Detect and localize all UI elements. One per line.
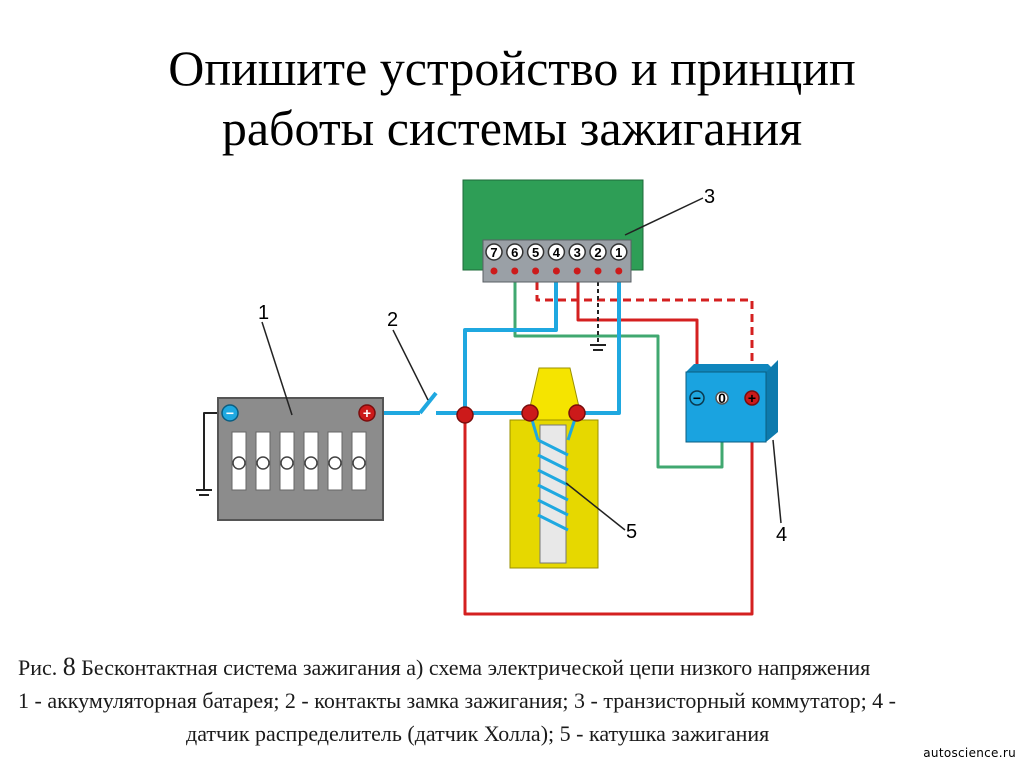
hall-sensor: − 0 + bbox=[685, 360, 778, 443]
caption-line-2: 1 - аккумуляторная батарея; 2 - контакты… bbox=[18, 688, 897, 713]
sensor-mid-label: 0 bbox=[718, 390, 726, 406]
label-switch: 2 bbox=[387, 309, 398, 331]
commutator-pin-contact-3 bbox=[573, 267, 581, 275]
battery-cell-cap bbox=[256, 456, 270, 470]
label-sensor: 4 bbox=[776, 524, 787, 546]
battery-cell-cap bbox=[328, 456, 342, 470]
coil-terminal-right bbox=[568, 404, 586, 422]
commutator-pin-contact-4 bbox=[552, 267, 560, 275]
commutator-pin-label-4: 4 bbox=[553, 245, 561, 260]
wire-blue-pin4-switch bbox=[463, 282, 558, 413]
commutator-pin-6 bbox=[506, 243, 524, 261]
sensor-plus-label: + bbox=[748, 390, 756, 406]
battery-plus-label: + bbox=[363, 405, 371, 421]
commutator-pin-label-5: 5 bbox=[532, 245, 539, 260]
sensor-terminal-mid bbox=[715, 391, 729, 405]
wire-green-pin6 bbox=[513, 282, 724, 469]
wire-red-loop bbox=[463, 400, 754, 616]
slide-title-line-2: работы системы зажигания bbox=[221, 100, 803, 156]
wires bbox=[196, 282, 754, 616]
commutator-pin-label-7: 7 bbox=[490, 245, 497, 260]
commutator-pin-label-1: 1 bbox=[615, 245, 622, 260]
wire-blue-pin1-coil bbox=[577, 282, 621, 415]
callouts bbox=[261, 197, 782, 531]
commutator-pin-label-2: 2 bbox=[594, 245, 601, 260]
sensor-terminal-minus bbox=[689, 390, 705, 406]
battery-terminal-minus bbox=[221, 404, 239, 422]
battery-cell-cap bbox=[232, 456, 246, 470]
battery: − + bbox=[217, 397, 384, 521]
commutator-pin-label-6: 6 bbox=[511, 245, 518, 260]
coil-terminal-left bbox=[521, 404, 539, 422]
caption-line-3: датчик распределитель (датчик Холла); 5 … bbox=[186, 721, 770, 746]
commutator-pin-contact-5 bbox=[532, 267, 540, 275]
battery-cell-cap bbox=[280, 456, 294, 470]
ignition-coil bbox=[509, 367, 599, 569]
commutator-pin-contact-7 bbox=[490, 267, 498, 275]
commutator-pin-contact-6 bbox=[511, 267, 519, 275]
battery-terminal-plus bbox=[358, 404, 376, 422]
commutator-pin-2 bbox=[589, 243, 607, 261]
slide-title-line-1: Опишите устройство и принцип bbox=[168, 40, 856, 96]
commutator-pin-contact-2 bbox=[594, 267, 602, 275]
slide-title: Опишите устройство и принцип работы сист… bbox=[0, 38, 1024, 158]
label-coil: 5 bbox=[626, 521, 637, 543]
commutator-pin-3 bbox=[568, 243, 586, 261]
sensor-minus-label: − bbox=[693, 390, 701, 406]
commutator-pin-5 bbox=[526, 243, 545, 261]
battery-minus-label: − bbox=[226, 405, 234, 421]
figure-caption: Рис. 8 Бесконтактная система зажигания а… bbox=[18, 650, 1008, 750]
wire-red-dashed-pin5 bbox=[535, 282, 754, 390]
battery-cell-cap bbox=[304, 456, 318, 470]
commutator-pin-7 bbox=[485, 243, 503, 261]
watermark: autoscience.ru bbox=[923, 746, 1016, 760]
switch-node-terminal bbox=[456, 406, 474, 424]
commutator-pin-label-3: 3 bbox=[574, 245, 581, 260]
commutator-pin-1 bbox=[610, 243, 628, 261]
caption-line-1: Рис. 8 Бесконтактная система зажигания а… bbox=[18, 650, 1008, 684]
label-battery: 1 bbox=[258, 302, 269, 324]
caption-prefix: Рис. bbox=[18, 655, 58, 680]
sensor-terminal-plus bbox=[744, 390, 760, 406]
caption-text-1: Бесконтактная система зажигания а) схема… bbox=[81, 655, 871, 680]
label-commutator: 3 bbox=[704, 186, 715, 208]
commutator-pin-4 bbox=[547, 243, 566, 261]
caption-fig-number: 8 bbox=[62, 652, 76, 681]
battery-cells bbox=[231, 431, 367, 491]
battery-cell-cap bbox=[352, 456, 366, 470]
ignition-switch-contacts bbox=[418, 391, 438, 415]
commutator-pin-contact-1 bbox=[615, 267, 623, 275]
